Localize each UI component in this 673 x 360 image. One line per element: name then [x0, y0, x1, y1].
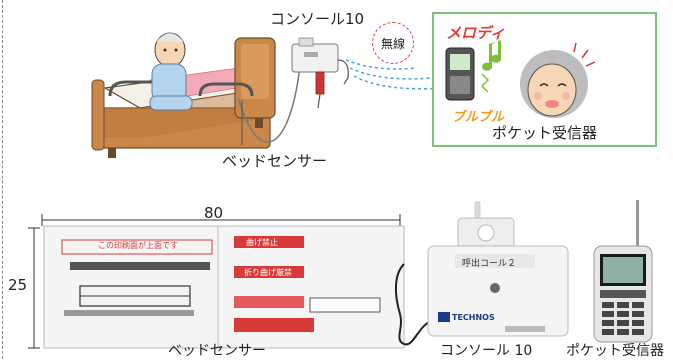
width-dimension-label: 80	[204, 204, 224, 222]
console-device-photo	[427, 201, 569, 337]
receiver-label-top: ポケット受信器	[492, 124, 598, 142]
bed-sensor-mat	[43, 225, 405, 349]
phone-icon	[445, 47, 475, 101]
mat-warning-1: この印刷面が上面です	[98, 241, 178, 250]
music-note-icon	[482, 40, 502, 71]
mat-warning-2: 曲げ禁止	[246, 238, 278, 247]
elderly-woman-illustration	[520, 42, 596, 118]
sensor-label-top: ベッドセンサー	[222, 152, 328, 170]
left-dashed-border	[2, 0, 3, 359]
bed-illustration	[91, 37, 276, 158]
height-dimension-label: 25	[8, 276, 28, 294]
top-illustration	[91, 32, 445, 158]
console-device-small	[291, 37, 349, 109]
width-dimension-line	[41, 214, 401, 226]
console-brand: TECHNOS	[452, 313, 495, 322]
console-label-bottom: コンソール 10	[440, 343, 533, 359]
height-dimension-line	[28, 227, 40, 349]
melody-label: メロディ	[446, 24, 505, 42]
wireless-badge: 無線	[372, 22, 414, 64]
mat-warning-3: 折り曲げ厳禁	[244, 268, 292, 277]
vibrate-label: ブルブル	[452, 110, 505, 125]
sensor-label-bottom: ベッドセンサー	[168, 343, 266, 359]
pocket-receiver-photo	[593, 200, 653, 343]
bottom-products	[28, 200, 653, 349]
receiver-callout-box: メロディ ブルブル ポケット受信器	[432, 12, 657, 147]
console-device-text: 呼出コール２	[462, 259, 517, 269]
console-label-top: コンソール10	[270, 10, 365, 28]
elderly-man-illustration	[149, 32, 193, 111]
receiver-label-bottom: ポケット受信器	[566, 343, 664, 359]
receiver-art	[445, 40, 596, 118]
